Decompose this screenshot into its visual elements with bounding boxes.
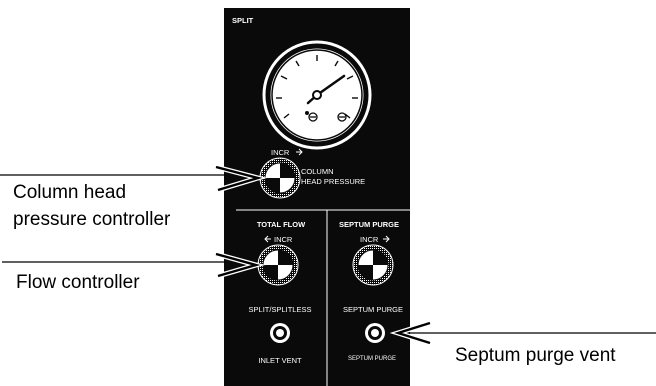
column-head-arrow-icon xyxy=(215,165,263,192)
column-head-label-line1: COLUMN xyxy=(301,167,334,176)
gauge-pivot xyxy=(312,90,322,100)
septum-purge-label: SEPTUM PURGE xyxy=(343,305,403,314)
column-head-callout-line1: Column head xyxy=(13,182,126,203)
split-splitless-label: SPLIT/SPLITLESS xyxy=(249,305,312,314)
gauge-screw xyxy=(308,112,318,122)
septum-purge-knob[interactable] xyxy=(352,244,394,286)
flow-controller-arrow-icon xyxy=(215,252,261,278)
septum-purge-vent-port[interactable] xyxy=(365,323,385,343)
gauge-screw xyxy=(337,112,347,122)
total-flow-incr-label: INCR xyxy=(274,235,293,244)
inlet-vent-port[interactable] xyxy=(270,323,290,343)
gauge-ticks xyxy=(276,55,358,119)
septum-purge-incr-arrow-icon xyxy=(383,235,390,243)
panel-title: SPLIT xyxy=(232,16,254,25)
column-head-label-line2: HEAD PRESSURE xyxy=(301,177,365,186)
septum-purge-vent-callout xyxy=(389,320,656,346)
septum-purge-incr-label: INCR xyxy=(360,235,379,244)
total-flow-incr-arrow-icon xyxy=(264,235,271,243)
column-head-callout xyxy=(0,164,268,193)
septum-purge-vent-sublabel: SEPTUM PURGE xyxy=(348,356,396,362)
total-flow-header: TOTAL FLOW xyxy=(257,220,306,229)
column-head-callout-line2: pressure controller xyxy=(13,209,171,230)
septum-purge-header: SEPTUM PURGE xyxy=(339,220,399,229)
column-head-incr-arrow-icon xyxy=(296,148,303,156)
gauge-needle xyxy=(315,74,346,97)
pressure-gauge xyxy=(262,40,372,150)
septum-purge-vent-arrow-icon xyxy=(393,321,431,345)
flow-controller-callout-label: Flow controller xyxy=(16,272,140,293)
septum-purge-vent-callout-label: Septum purge vent xyxy=(455,345,616,366)
column-head-incr-label: INCR xyxy=(271,148,290,157)
flow-controller-callout xyxy=(2,251,266,279)
inlet-vent-label: INLET VENT xyxy=(258,356,302,365)
